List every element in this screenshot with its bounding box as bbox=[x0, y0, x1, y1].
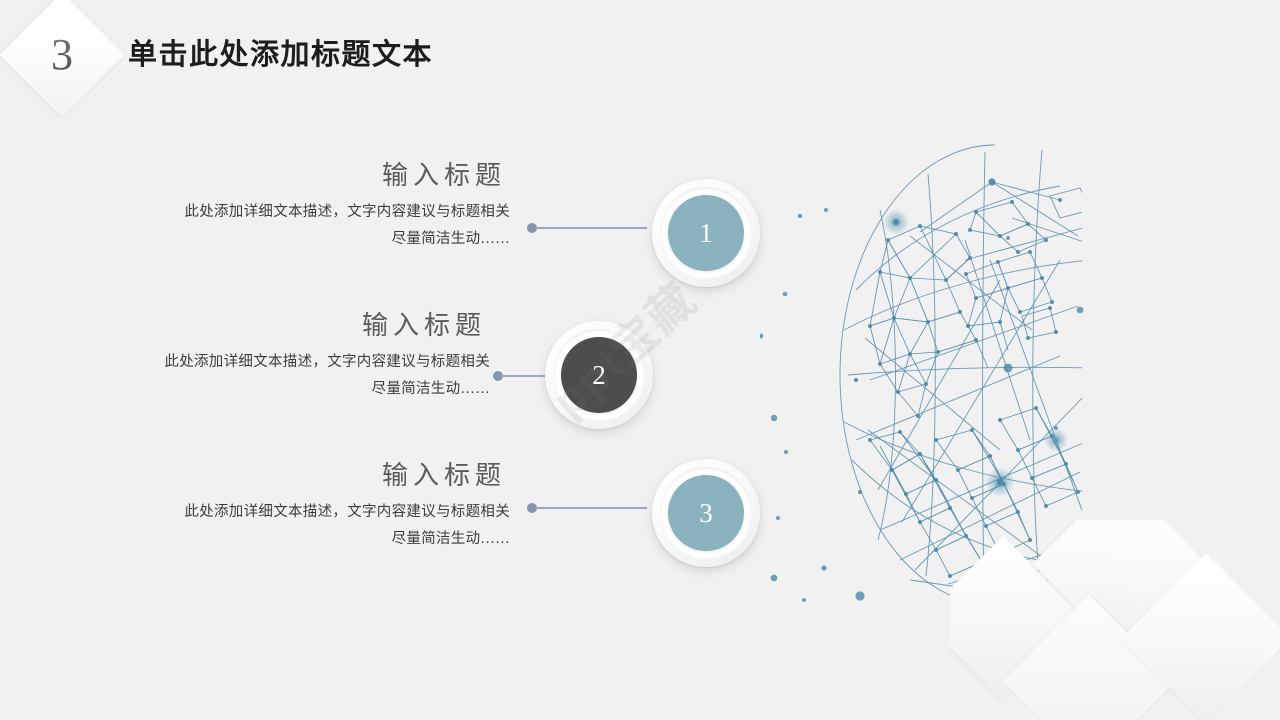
circle-number: 1 bbox=[699, 217, 713, 248]
connector-line bbox=[535, 507, 647, 509]
page-title: 单击此处添加标题文本 bbox=[128, 39, 434, 71]
diamond-shape bbox=[1002, 594, 1176, 720]
diamond-shape bbox=[950, 535, 1086, 701]
slide-number: 3 bbox=[18, 11, 106, 99]
item-description-line-1: 此处添加详细文本描述，文字内容建议与标题相关 bbox=[164, 354, 490, 371]
number-circle-2[interactable]: 2 bbox=[545, 321, 653, 429]
wireframe-network-globe-icon bbox=[760, 140, 1090, 610]
diamond-shape bbox=[1121, 553, 1280, 720]
item-description-line-2: 尽量简洁生动…… bbox=[391, 231, 510, 247]
circle-inner-disc: 3 bbox=[668, 475, 744, 551]
circle-number: 3 bbox=[699, 497, 713, 528]
diamond-shape bbox=[1032, 520, 1208, 652]
text-block-1: 输入标题 此处添加详细文本描述，文字内容建议与标题相关 尽量简洁生动…… bbox=[110, 160, 510, 253]
connector-line bbox=[501, 375, 553, 377]
number-circle-3[interactable]: 3 bbox=[652, 459, 760, 567]
item-description-line-2: 尽量简洁生动…… bbox=[391, 531, 510, 547]
circle-inner-disc: 1 bbox=[668, 195, 744, 271]
connector-dot bbox=[527, 223, 537, 233]
item-description-line-1: 此处添加详细文本描述，文字内容建议与标题相关 bbox=[184, 204, 510, 221]
connector-dot bbox=[493, 371, 503, 381]
connector-3 bbox=[527, 503, 647, 513]
circle-number: 2 bbox=[592, 359, 606, 390]
text-block-2: 输入标题 此处添加详细文本描述，文字内容建议与标题相关 尽量简洁生动…… bbox=[90, 310, 490, 403]
text-block-3: 输入标题 此处添加详细文本描述，文字内容建议与标题相关 尽量简洁生动…… bbox=[110, 460, 510, 553]
corner-diamond-decoration bbox=[950, 520, 1280, 720]
connector-line bbox=[535, 227, 647, 229]
number-circle-1[interactable]: 1 bbox=[652, 179, 760, 287]
connector-1 bbox=[527, 223, 647, 233]
connector-dot bbox=[527, 503, 537, 513]
item-title: 输入标题 bbox=[361, 311, 486, 340]
item-title: 输入标题 bbox=[381, 461, 506, 490]
item-title: 输入标题 bbox=[381, 161, 506, 190]
item-description-line-1: 此处添加详细文本描述，文字内容建议与标题相关 bbox=[184, 504, 510, 521]
connector-2 bbox=[493, 371, 553, 381]
item-description-line-2: 尽量简洁生动…… bbox=[371, 381, 490, 397]
circle-inner-disc: 2 bbox=[561, 337, 637, 413]
